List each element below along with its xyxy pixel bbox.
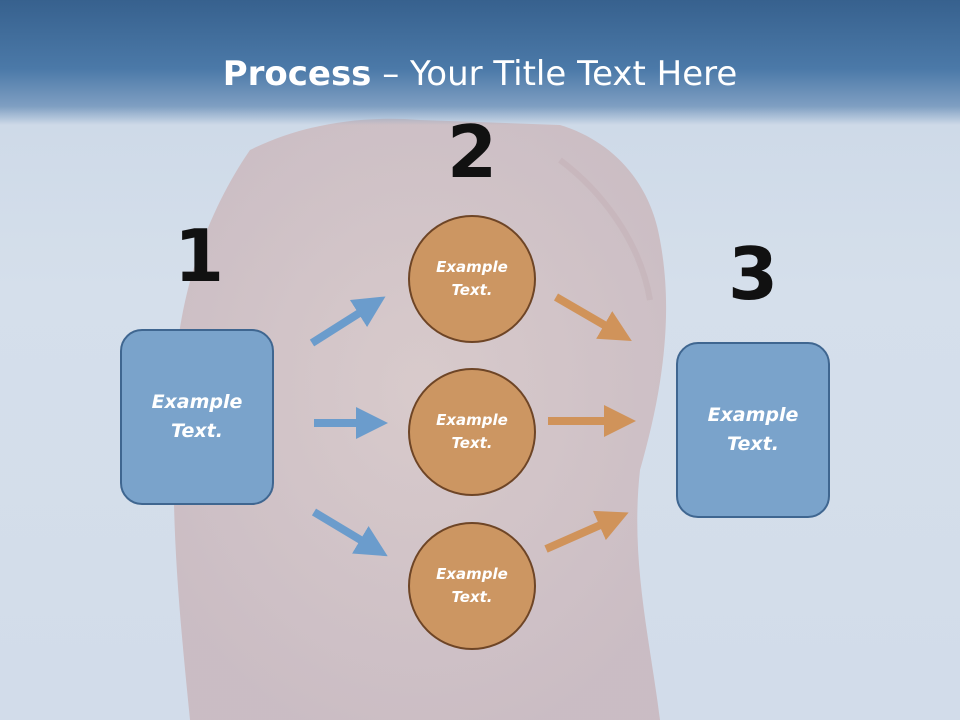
- arrow-start-to-bottom: [311, 508, 388, 557]
- step-number-1: 1: [173, 214, 225, 298]
- arrow-bottom-to-end: [544, 510, 629, 553]
- step-number-3: 3: [727, 232, 779, 316]
- circle-top-line2: Text.: [451, 281, 493, 299]
- circle-middle-line2: Text.: [451, 434, 493, 452]
- title-rest: – Your Title Text Here: [371, 54, 738, 94]
- end-box: Example Text.: [676, 342, 830, 518]
- slide-title: Process – Your Title Text Here: [0, 52, 960, 96]
- circle-bottom: Example Text.: [408, 522, 536, 650]
- title-bar: [0, 0, 960, 125]
- start-box-line1: Example: [151, 391, 243, 413]
- start-box-line2: Text.: [171, 420, 223, 442]
- circle-top: Example Text.: [408, 215, 536, 343]
- arrow-top-to-end: [553, 293, 632, 342]
- end-box-line2: Text.: [727, 433, 779, 455]
- circle-middle-line1: Example: [436, 411, 508, 429]
- title-bold: Process: [222, 54, 372, 94]
- start-box: Example Text.: [120, 329, 274, 505]
- circle-bottom-line2: Text.: [451, 588, 493, 606]
- step-number-2: 2: [446, 110, 498, 194]
- arrow-start-to-top: [309, 296, 386, 347]
- circle-bottom-line1: Example: [436, 565, 508, 583]
- circle-top-line1: Example: [436, 258, 508, 276]
- end-box-line1: Example: [707, 404, 799, 426]
- circle-middle: Example Text.: [408, 368, 536, 496]
